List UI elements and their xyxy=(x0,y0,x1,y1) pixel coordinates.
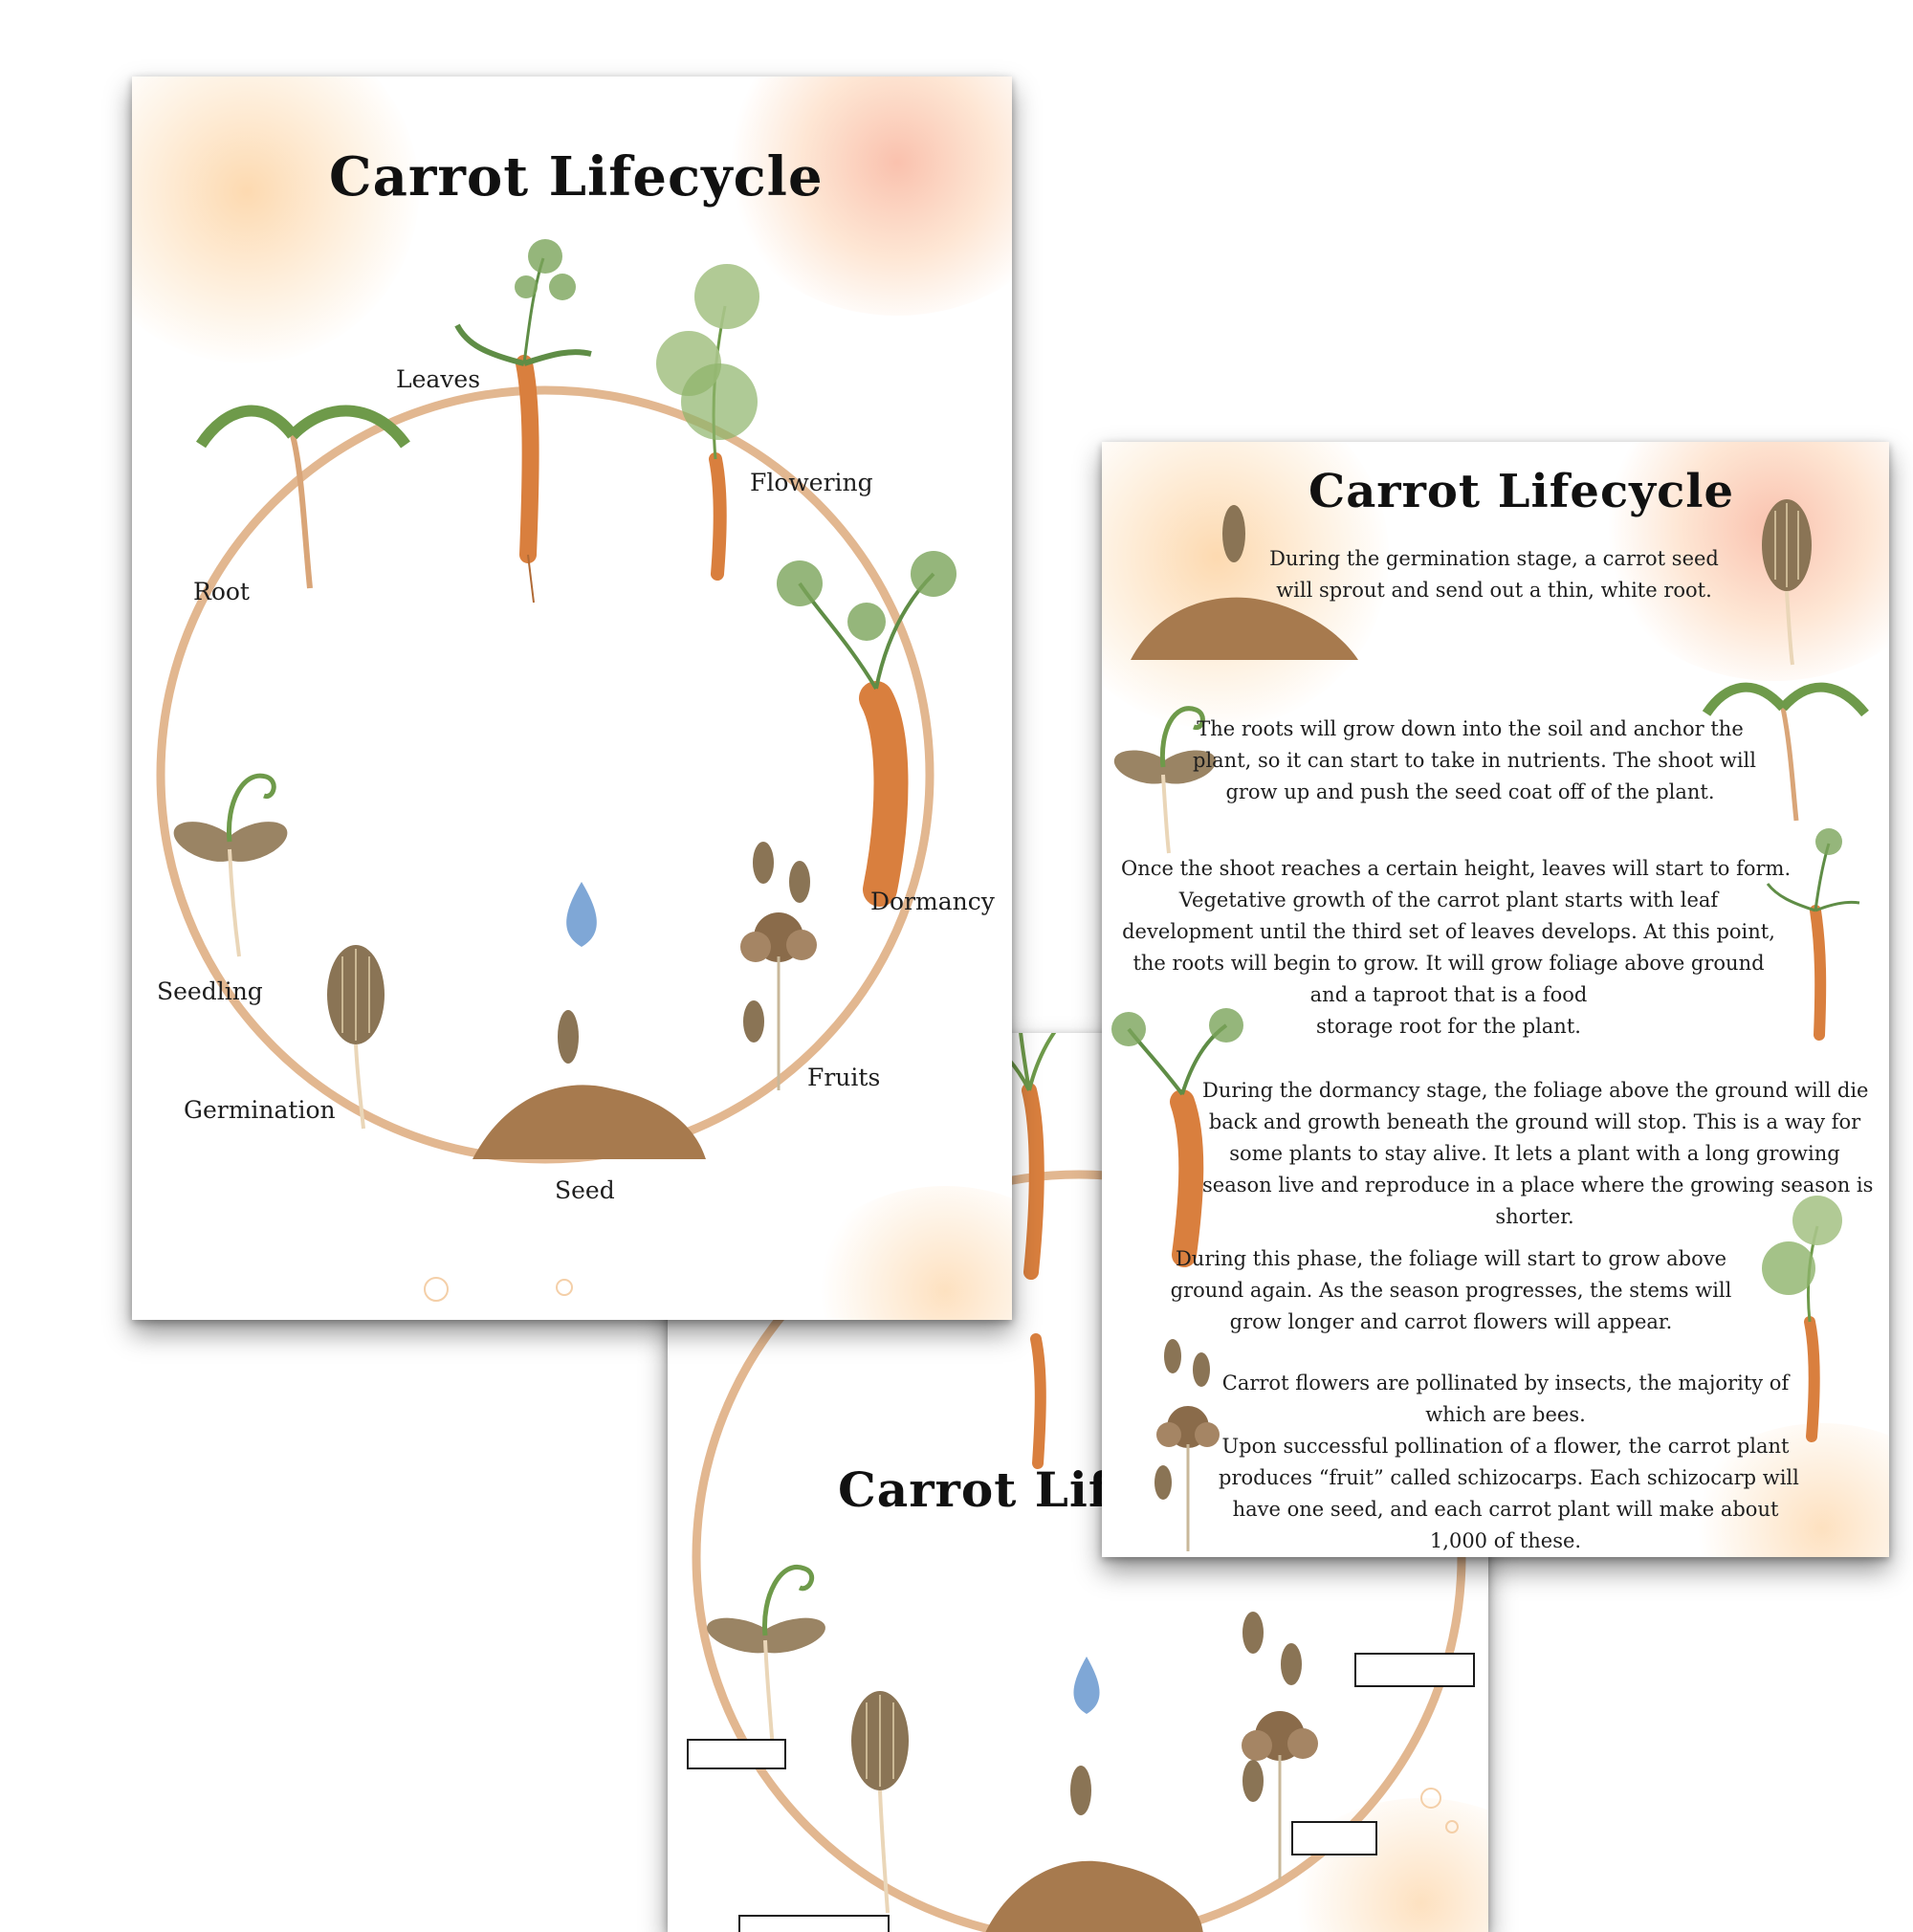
seed-icon xyxy=(558,1010,579,1064)
root-paragraph: The roots will grow down into the soil a… xyxy=(1193,714,1756,808)
stage-label-flowering: Flowering xyxy=(750,469,873,496)
flowering-paragraph: During this phase, the foliage will star… xyxy=(1169,1243,1733,1338)
paragraph-line: During the germination stage, a carrot s… xyxy=(1269,547,1719,570)
text-sheet-title: Carrot Lifecycle xyxy=(1308,465,1735,518)
root-stage-illustration xyxy=(1702,682,1869,822)
seed-icon xyxy=(743,1000,764,1043)
paragraph-line: Vegetative growth of the carrot plant st… xyxy=(1178,889,1719,911)
carrot-illustration xyxy=(1030,1333,1046,1469)
paragraph-line: Upon successful pollination of a flower,… xyxy=(1221,1435,1790,1458)
paragraph-line: and a taproot that is a food xyxy=(1309,983,1588,1006)
paragraph-line: During the dormancy stage, the foliage a… xyxy=(1202,1079,1869,1102)
lifecycle-ring xyxy=(156,385,935,1164)
paragraph-line: which are bees. xyxy=(1425,1403,1586,1426)
paragraph-line: development until the third set of leave… xyxy=(1122,920,1775,943)
seedling-stage-illustration xyxy=(173,773,288,957)
leaves-paragraph: Once the shoot reaches a certain height,… xyxy=(1121,853,1791,1043)
lifecycle-diagram xyxy=(156,239,956,1302)
paragraph-line: ground again. As the season progresses, … xyxy=(1170,1279,1732,1302)
stage-label-germination: Germination xyxy=(184,1096,336,1124)
seed-icon xyxy=(1222,505,1245,562)
seedling-illustration xyxy=(1113,706,1217,854)
water-drop-icon xyxy=(566,882,597,947)
seedling-illustration xyxy=(707,1564,825,1751)
dormancy-carrot-illustration xyxy=(777,551,956,907)
soil-mound-illustration xyxy=(1131,597,1358,660)
stage-label-dormancy: Dormancy xyxy=(870,888,995,915)
seed-icon xyxy=(1242,1760,1264,1802)
stage-label-seedling: Seedling xyxy=(157,977,263,1005)
fruits-stage-illustration xyxy=(740,912,817,1090)
paragraph-line: Carrot flowers are pollinated by insects… xyxy=(1221,1372,1790,1394)
dormancy-paragraph: During the dormancy stage, the foliage a… xyxy=(1202,1075,1873,1233)
germination-paragraph: During the germination stage, a carrot s… xyxy=(1221,543,1767,606)
germinating-seed-illustration xyxy=(851,1691,909,1914)
stage-label-seed: Seed xyxy=(555,1176,615,1204)
lifecycle-diagram-sheet: Carrot Lifecycle Leaves Flowering Root D… xyxy=(132,77,1012,1320)
water-drop-icon xyxy=(1073,1657,1100,1714)
germination-stage-illustration xyxy=(327,945,385,1130)
stage-label-blank[interactable] xyxy=(1291,1821,1377,1855)
seed-icon xyxy=(1070,1766,1091,1815)
flowering-carrot-illustration xyxy=(656,264,759,581)
seed-icon xyxy=(1154,1465,1172,1500)
stage-label-blank[interactable] xyxy=(738,1915,890,1932)
soil-mound-illustration xyxy=(473,1085,706,1159)
stage-label-blank[interactable] xyxy=(687,1739,786,1769)
paragraph-line: plant, so it can start to take in nutrie… xyxy=(1193,749,1756,772)
paragraph-line: shorter. xyxy=(1495,1205,1574,1228)
stage-label-blank[interactable] xyxy=(1354,1653,1475,1687)
seed-icon xyxy=(1281,1643,1302,1685)
fruits-paragraph: Carrot flowers are pollinated by insects… xyxy=(1219,1368,1799,1557)
carrot-with-leaves-illustration xyxy=(454,239,592,604)
carrot-with-leaves-illustration xyxy=(1766,828,1860,1041)
seed-icon xyxy=(1164,1339,1181,1373)
fruits-illustration xyxy=(1242,1711,1318,1879)
lifecycle-ring xyxy=(692,1170,1466,1932)
stage-label-fruits: Fruits xyxy=(807,1064,881,1091)
soil-mound-illustration xyxy=(985,1860,1203,1932)
paragraph-line: have one seed, and each carrot plant wil… xyxy=(1232,1498,1779,1521)
paragraph-line: season live and reproduce in a place whe… xyxy=(1202,1174,1874,1197)
flowering-carrot-illustration xyxy=(1762,1196,1842,1442)
stage-label-root: Root xyxy=(193,578,250,605)
seed-icon xyxy=(789,861,810,903)
paragraph-line: grow longer and carrot flowers will appe… xyxy=(1229,1310,1673,1333)
paragraph-line: some plants to stay alive. It lets a pla… xyxy=(1229,1142,1840,1165)
paragraph-line: grow up and push the seed coat off of th… xyxy=(1225,780,1715,803)
text-sheet-decorations xyxy=(1111,499,1869,1551)
paragraph-line: During this phase, the foliage will star… xyxy=(1175,1247,1727,1270)
root-stage-illustration xyxy=(195,405,410,589)
paragraph-line: will sprout and send out a thin, white r… xyxy=(1276,579,1712,602)
paragraph-line: back and growth beneath the ground will … xyxy=(1208,1110,1861,1133)
fruits-illustration xyxy=(1156,1406,1220,1551)
diagram-title: Carrot Lifecycle xyxy=(329,145,824,209)
seed-icon xyxy=(1193,1352,1210,1387)
dormancy-carrot-illustration xyxy=(1111,1008,1243,1267)
lifecycle-text-sheet: Carrot Lifecycle During the germination … xyxy=(1102,442,1889,1557)
paragraph-line: The roots will grow down into the soil a… xyxy=(1197,717,1744,740)
paragraph-line: 1,000 of these. xyxy=(1429,1529,1582,1552)
stage-label-leaves: Leaves xyxy=(396,365,481,393)
seed-icon xyxy=(753,842,774,884)
paragraph-line: the roots will begin to grow. It will gr… xyxy=(1132,952,1765,975)
seed-icon xyxy=(1242,1612,1264,1654)
paragraph-line: Once the shoot reaches a certain height,… xyxy=(1121,857,1792,880)
paragraph-line: produces “fruit” called schizocarps. Eac… xyxy=(1219,1466,1799,1489)
paragraph-line: storage root for the plant. xyxy=(1316,1015,1581,1038)
germinating-seed-illustration xyxy=(1762,499,1812,666)
